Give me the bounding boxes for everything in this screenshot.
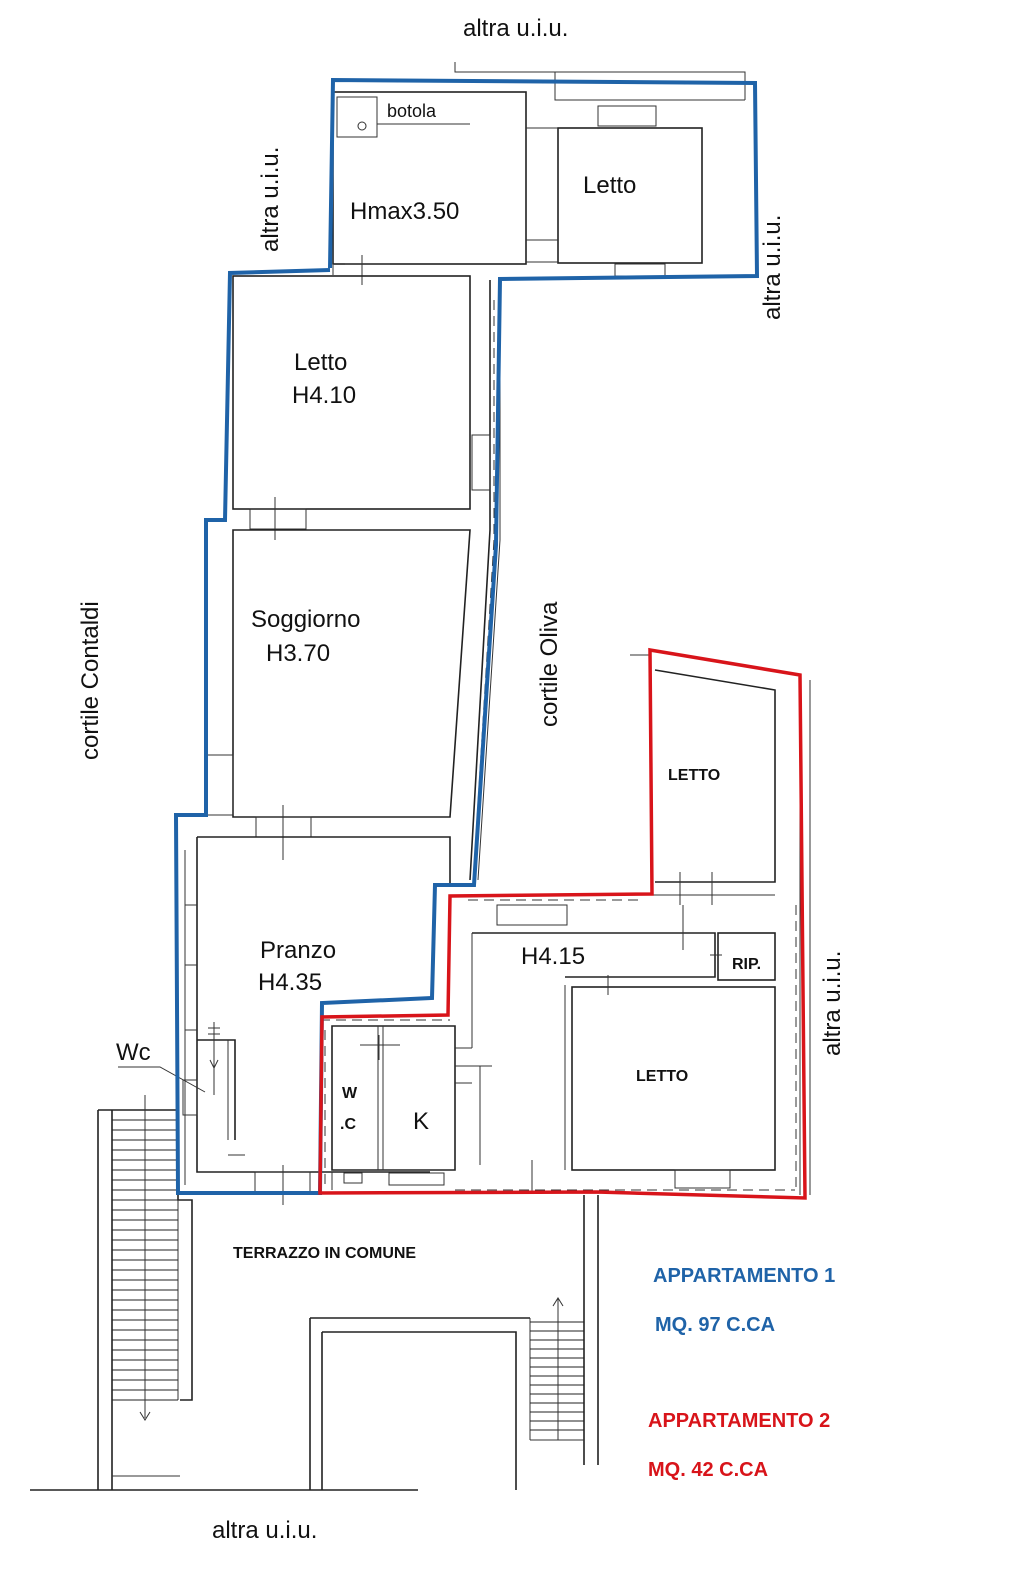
label-pranzo: Pranzo [260, 937, 336, 964]
label-wc: Wc [116, 1039, 151, 1066]
label-apt2-letto-bottom: LETTO [636, 1068, 688, 1085]
label-soggiorno: Soggiorno [251, 606, 360, 633]
label-bottom-neighbor: altra u.i.u. [212, 1517, 317, 1544]
legend-apartment-2-area: MQ. 42 C.CA [648, 1459, 768, 1481]
apartment-1-outline [173, 77, 760, 1195]
label-letto-main-height: H4.10 [292, 382, 356, 409]
label-cortile-oliva: cortile Oliva [536, 601, 563, 727]
label-apt2-kitchen: K [413, 1108, 429, 1135]
building-walls [30, 62, 811, 1491]
label-pranzo-height: H4.35 [258, 969, 322, 996]
legend: APPARTAMENTO 1 MQ. 97 C.CA APPARTAMENTO … [648, 1265, 835, 1481]
label-apt2-wc-1: W [342, 1085, 358, 1102]
label-left-neighbor: altra u.i.u. [257, 147, 284, 252]
label-hmax: Hmax3.50 [350, 198, 459, 225]
label-apt2-rip: RIP. [732, 956, 761, 973]
label-soggiorno-height: H3.70 [266, 640, 330, 667]
label-top-neighbor: altra u.i.u. [463, 15, 568, 42]
label-letto-main: Letto [294, 349, 347, 376]
apartment-2-outline [318, 647, 807, 1200]
label-apt2-wc-2: .C [340, 1116, 356, 1133]
label-cortile-contaldi: cortile Contaldi [77, 601, 104, 760]
label-right-neighbor-lower: altra u.i.u. [819, 951, 846, 1056]
label-apt2-letto-top: LETTO [668, 767, 720, 784]
label-terrazzo: TERRAZZO IN COMUNE [233, 1245, 416, 1262]
label-apt2-height: H4.15 [521, 943, 585, 970]
legend-apartment-2-name: APPARTAMENTO 2 [648, 1410, 830, 1432]
legend-apartment-1-area: MQ. 97 C.CA [655, 1314, 775, 1336]
label-letto-top: Letto [583, 172, 636, 199]
legend-apartment-1-name: APPARTAMENTO 1 [653, 1265, 835, 1287]
label-right-neighbor-upper: altra u.i.u. [759, 215, 786, 320]
stair-steps-right [530, 1321, 584, 1431]
label-botola: botola [387, 101, 437, 121]
labels: altra u.i.u. altra u.i.u. altra u.i.u. a… [77, 15, 846, 1544]
